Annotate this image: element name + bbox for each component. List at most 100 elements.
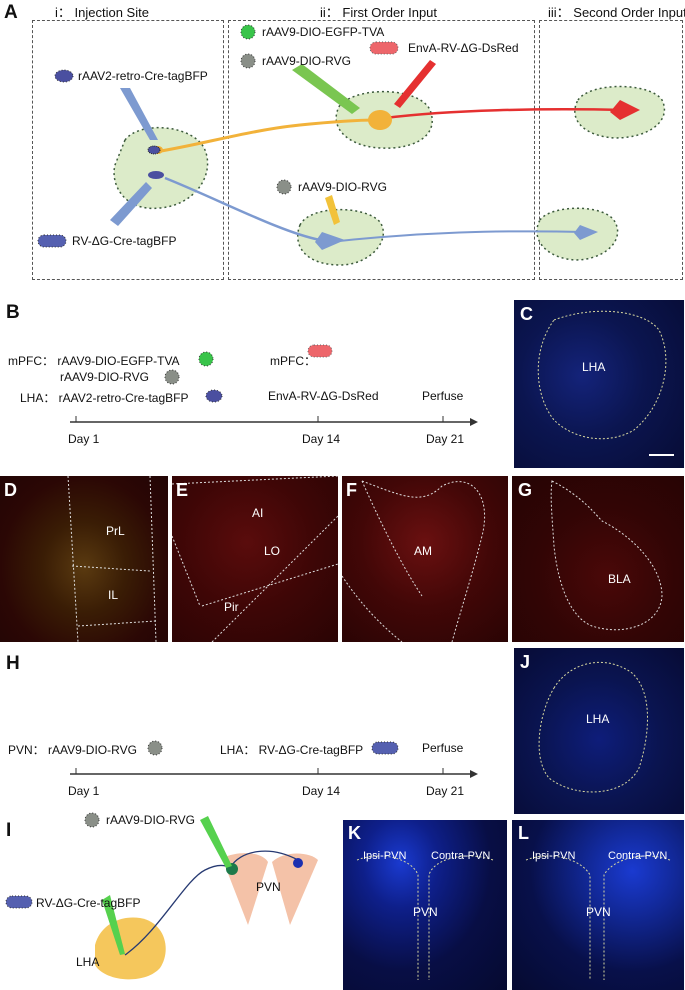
panel-i-pvn: PVN [256, 880, 281, 894]
i-green-cell [226, 863, 238, 875]
panel-label-k: K [348, 823, 361, 843]
panel-a-section-i-box [32, 20, 224, 280]
b-timeline-arrow [470, 418, 478, 426]
panel-k-pvn: PVN [413, 905, 438, 919]
b-icon-egfp [198, 351, 214, 367]
injection-cell-blue-top [147, 145, 161, 155]
panel-h-perfuse: Perfuse [422, 741, 464, 755]
panel-label-g: G [518, 480, 533, 500]
starter-cell [368, 110, 392, 130]
i-axon [124, 850, 299, 956]
panel-b-row2: rAAV9-DIO-RVG [60, 370, 149, 384]
blue-axon-long [329, 230, 586, 243]
panel-b-row3: LHA： rAAV2-retro-Cre-tagBFP [20, 391, 189, 405]
panel-g-micrograph: BLA [512, 476, 684, 642]
pipette-retro [120, 88, 158, 140]
panel-label-j: J [520, 652, 531, 672]
panel-h-day21: Day 21 [426, 784, 465, 798]
injection-cell-blue-bottom [148, 171, 164, 179]
panel-j-region-lha: LHA [586, 712, 610, 726]
first-order-region-bottom [297, 208, 385, 266]
second-order-blue-neuron [574, 225, 598, 240]
panel-a-virus-rv: RV-ΔG-Cre-tagBFP [72, 234, 177, 248]
panel-k-ipsi: Ipsi-PVN [363, 850, 407, 862]
h-timeline-arrow [470, 770, 478, 778]
h-icon-rv [371, 741, 399, 755]
panel-a-virus-envA: EnvA-RV-ΔG-DsRed [408, 41, 519, 55]
pipette-rv [110, 182, 152, 226]
panel-a-virus-retro: rAAV2-retro-Cre-tagBFP [78, 69, 208, 83]
panel-label-b: B [6, 302, 20, 323]
panel-label-d: D [4, 480, 17, 500]
panel-d-region-prl: PrL [106, 524, 125, 538]
panel-a-schematic [37, 24, 666, 266]
icon-rv [37, 234, 67, 248]
panel-h-pvn-row: PVN： rAAV9-DIO-RVG [8, 743, 137, 757]
panel-d-micrograph: PrL IL [0, 476, 168, 642]
panel-e-micrograph: AI LO Pir [172, 476, 338, 642]
panel-i-virus-rv: RV-ΔG-Cre-tagBFP [36, 896, 141, 910]
panel-a-virus-egfp: rAAV9-DIO-EGFP-TVA [262, 25, 385, 39]
panel-label-i: I [6, 820, 12, 841]
panel-h-lha-row: LHA： RV-ΔG-Cre-tagBFP [220, 743, 364, 757]
panel-a-section-i-title: i： Injection Site [55, 5, 149, 20]
panel-c-micrograph: LHA [514, 300, 684, 468]
panel-b-mid-virus: EnvA-RV-ΔG-DsRed [268, 389, 379, 403]
i-icon-rvg [84, 812, 100, 828]
panel-b-day14: Day 14 [302, 432, 341, 446]
panel-l-contra: Contra-PVN [608, 850, 668, 862]
panel-f-micrograph: AM [342, 476, 508, 642]
panel-l-ipsi: Ipsi-PVN [532, 850, 576, 862]
i-icon-rv [5, 895, 33, 909]
panel-f-region-am: AM [414, 544, 432, 558]
icon-retro [54, 69, 74, 83]
panel-label-h: H [6, 653, 20, 674]
b-icon-rvg [164, 369, 180, 385]
panel-label-e: E [176, 480, 189, 500]
panel-g-region-bla: BLA [608, 572, 631, 586]
icon-rvg-bottom [276, 179, 292, 195]
panel-b-row1: mPFC： rAAV9-DIO-EGFP-TVA [8, 354, 180, 368]
pipette-green [292, 64, 360, 114]
panel-a-section-iii-title: iii： Second Order Input [548, 5, 685, 20]
panel-label-a: A [4, 2, 18, 23]
h-icon-rvg [147, 740, 163, 756]
i-lha-shape [95, 917, 166, 980]
panel-label-f: F [346, 480, 357, 500]
panel-l-pvn: PVN [586, 905, 611, 919]
first-order-blue-neuron [315, 232, 345, 250]
blue-axon-to-second-order [164, 176, 321, 242]
panel-a-section-iii-box [539, 20, 683, 280]
panel-e-region-ai: AI [252, 506, 264, 520]
panel-b-perfuse: Perfuse [422, 389, 464, 403]
i-blue-cell [293, 858, 303, 868]
panel-j-micrograph: LHA [514, 648, 684, 814]
panel-k-contra: Contra-PVN [431, 850, 491, 862]
panel-b-day21: Day 21 [426, 432, 465, 446]
second-order-red-neuron [610, 100, 640, 120]
panel-a-section-ii-box [228, 20, 535, 280]
panel-l-micrograph: Ipsi-PVN Contra-PVN PVN [512, 820, 684, 990]
panel-k-micrograph: Ipsi-PVN Contra-PVN PVN [343, 820, 507, 990]
panel-b-mid-title: mPFC： [270, 354, 316, 368]
panel-label-c: C [520, 304, 533, 324]
panel-a-virus-rvg-top: rAAV9-DIO-RVG [262, 54, 351, 68]
injection-site-region [113, 127, 209, 210]
panel-e-region-pir: Pir [224, 600, 239, 614]
panel-a-virus-rvg-bottom: rAAV9-DIO-RVG [298, 180, 387, 194]
panel-a-section-ii-title: ii： First Order Input [320, 5, 438, 20]
icon-envA [369, 41, 399, 55]
panel-h-day14: Day 14 [302, 784, 341, 798]
panel-d-region-il: IL [108, 588, 119, 602]
panel-label-l: L [518, 823, 529, 843]
i-pipette-green [200, 816, 232, 868]
orange-axon [154, 118, 376, 154]
icon-rvg-top [240, 53, 256, 69]
b-icon-retro [205, 389, 223, 403]
icon-egfp [240, 24, 256, 40]
panel-e-region-lo: LO [264, 544, 281, 558]
panel-b-day1: Day 1 [68, 432, 100, 446]
panel-i-virus-rvg: rAAV9-DIO-RVG [106, 813, 195, 827]
red-axon [384, 108, 626, 120]
panel-i-lha: LHA [76, 955, 100, 969]
